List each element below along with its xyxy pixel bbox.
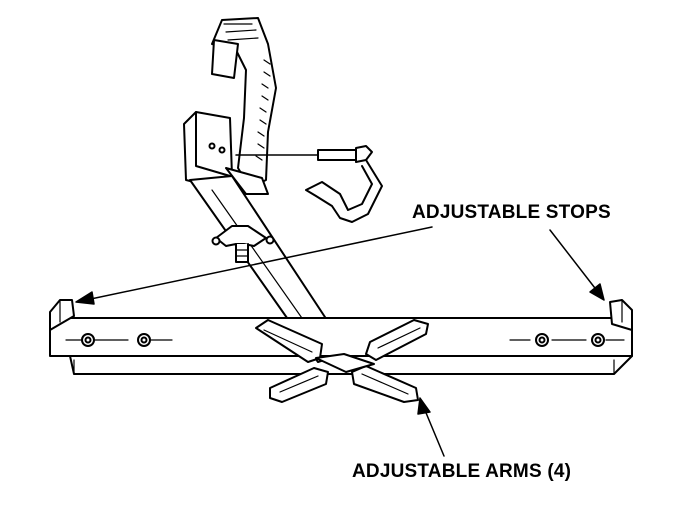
bolt-right-1 xyxy=(535,333,549,347)
adjustable-arm-upper-left xyxy=(255,319,323,363)
adjustable-arm-upper-right xyxy=(365,319,429,361)
adjustable-arm-lower-right xyxy=(351,365,419,403)
strap xyxy=(211,17,277,189)
adjustable-stop-left xyxy=(49,299,75,331)
bolt-right-2 xyxy=(591,333,605,347)
bolt-left-2 xyxy=(137,333,151,347)
adjustable-stop-right xyxy=(609,299,633,331)
adjustable-arm-lower-left xyxy=(269,367,329,403)
bolt-left-1 xyxy=(81,333,95,347)
wing-bolt xyxy=(211,225,275,263)
stops-arrow-right xyxy=(549,229,605,301)
adjustable-stops-label: ADJUSTABLE STOPS xyxy=(412,202,611,223)
arms-arrow xyxy=(417,397,445,457)
locking-pin xyxy=(305,145,383,223)
adjustable-arms-label: ADJUSTABLE ARMS (4) xyxy=(352,461,572,482)
stops-arrow-left xyxy=(75,226,433,305)
center-hub xyxy=(315,353,375,373)
crossbar xyxy=(49,307,633,375)
